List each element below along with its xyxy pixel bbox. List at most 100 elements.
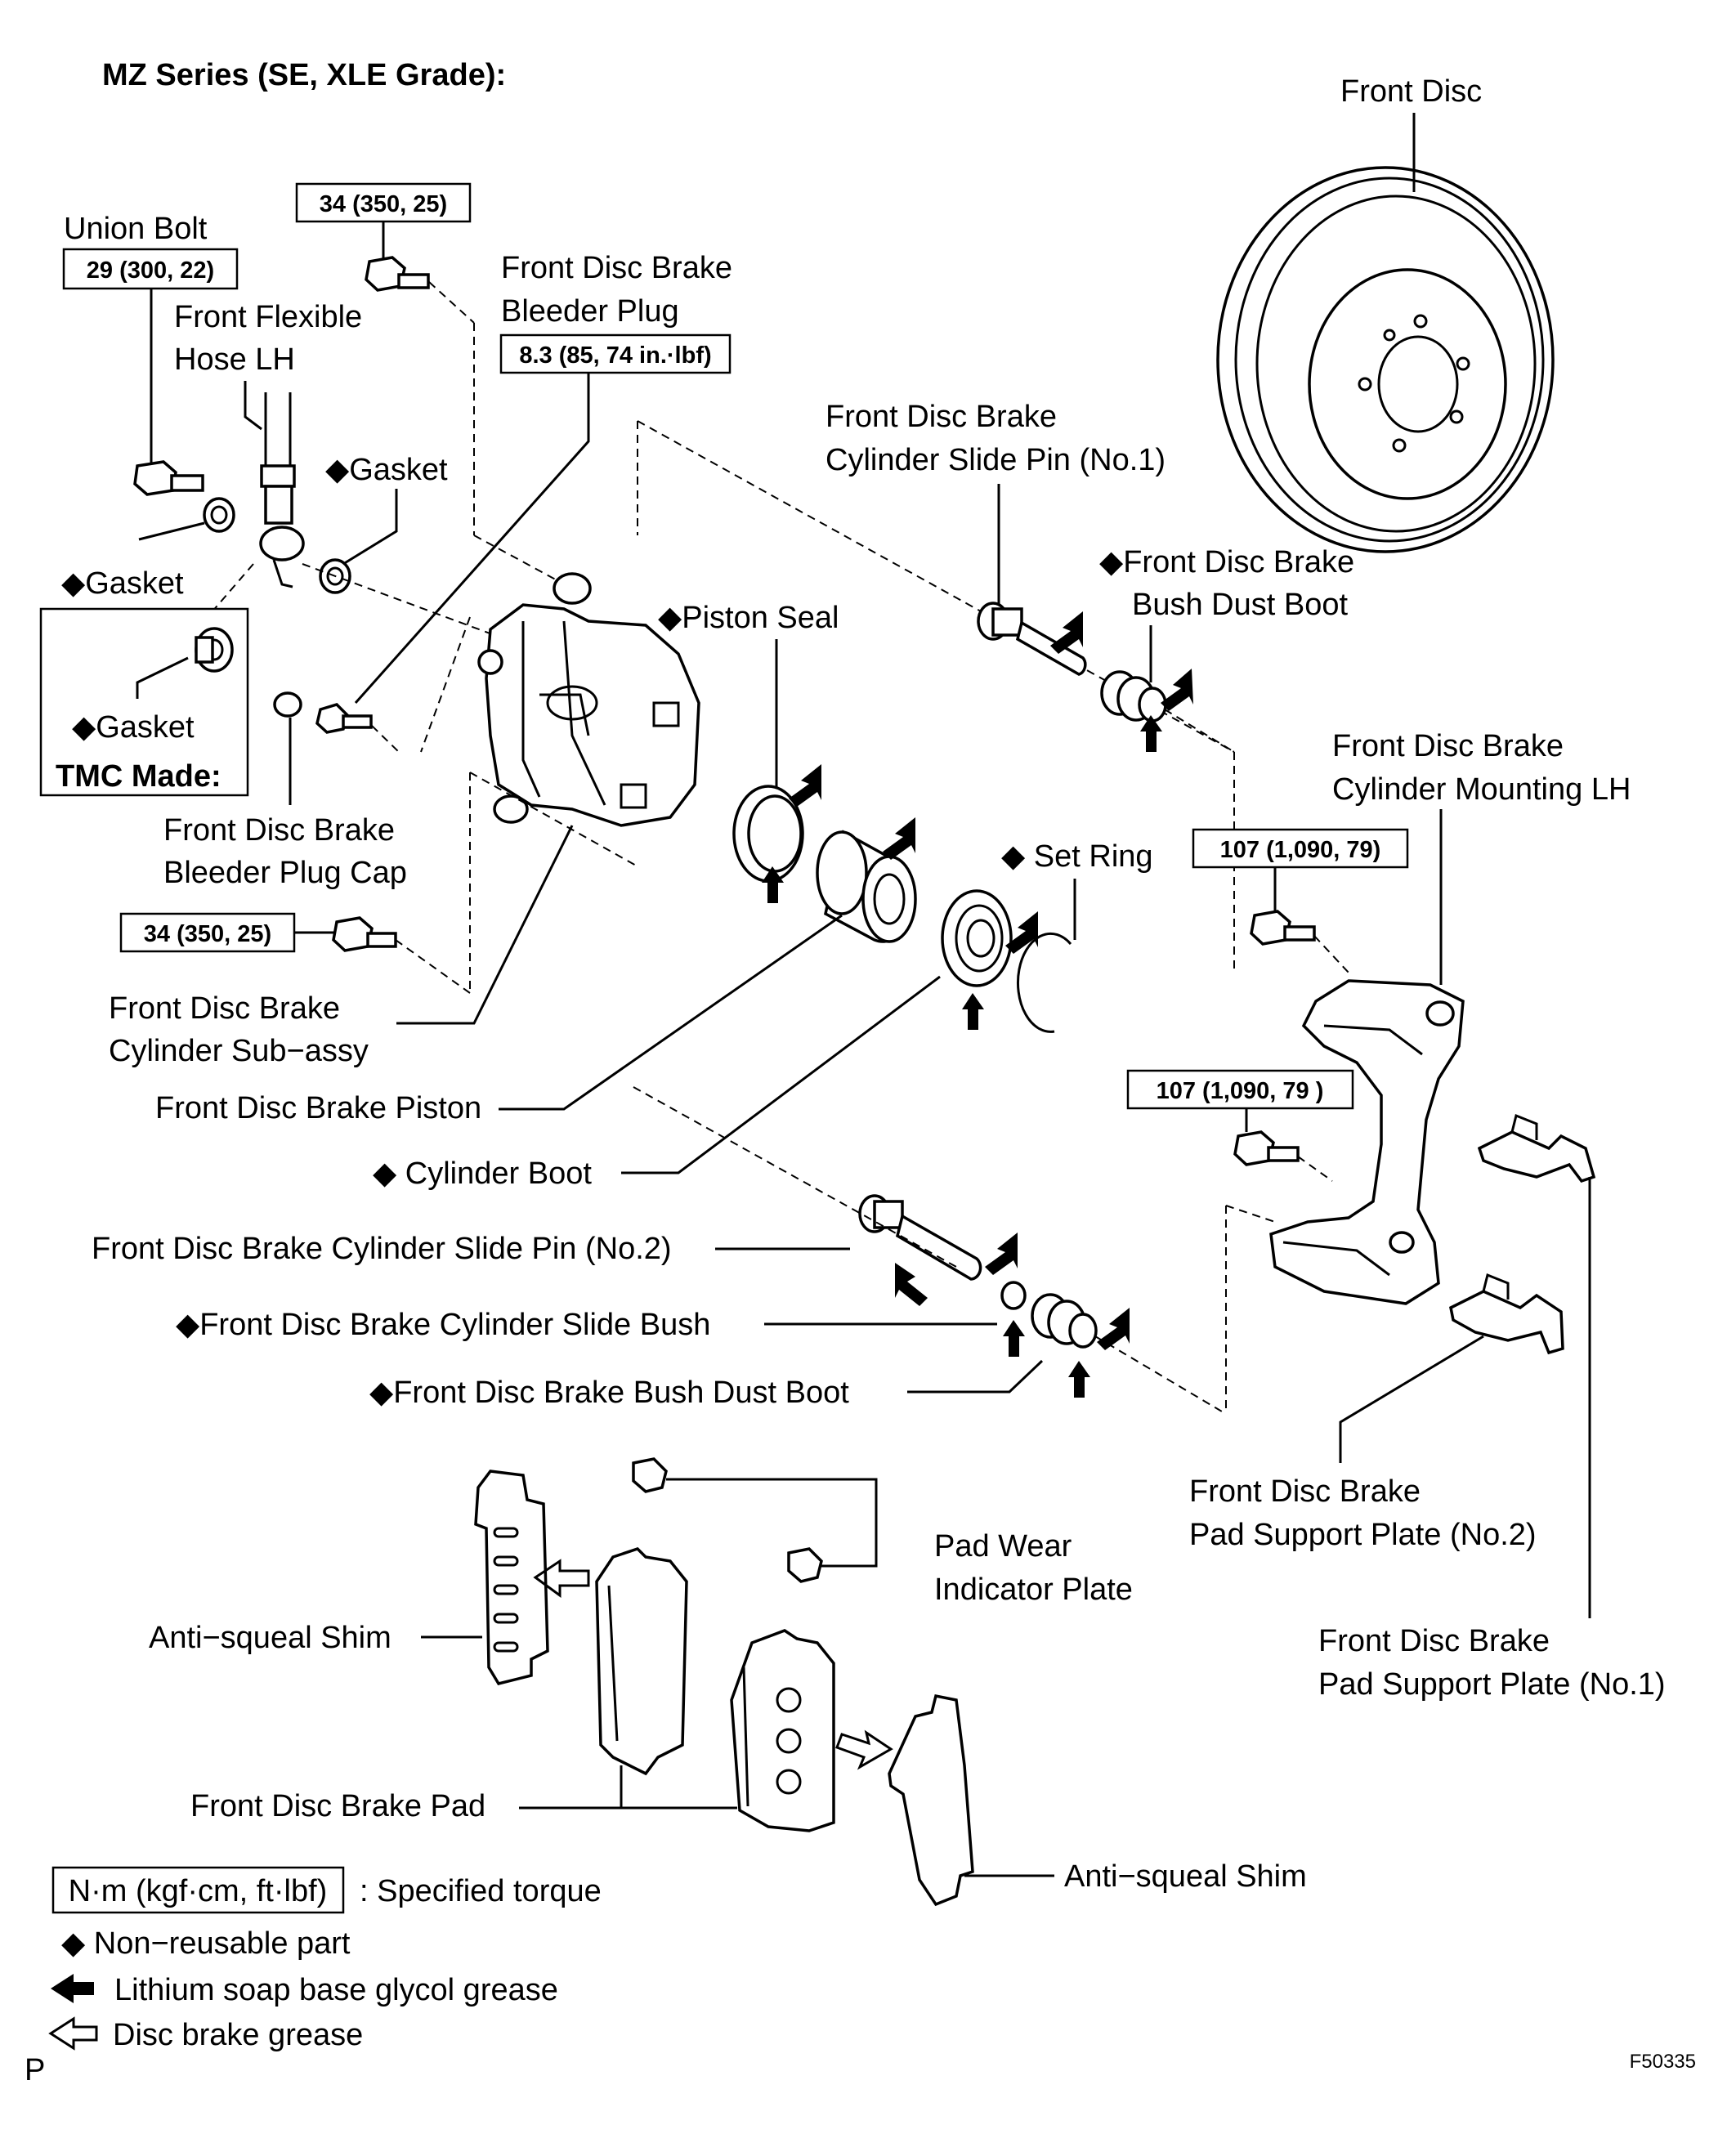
diagram-title: MZ Series (SE, XLE Grade): xyxy=(102,58,506,92)
slide-bush xyxy=(1000,1281,1027,1310)
piston xyxy=(816,830,917,943)
piston-seal xyxy=(732,785,804,883)
label-pad-wear-1: Pad Wear xyxy=(934,1529,1072,1564)
torque-union-bolt: 29 (300, 22) xyxy=(87,257,214,284)
anti-squeal-shim-right xyxy=(888,1693,974,1907)
label-cyl-mounting-2: Cylinder Mounting LH xyxy=(1332,772,1631,807)
label-front-disc: Front Disc xyxy=(1340,74,1482,109)
set-ring xyxy=(1016,932,1072,1033)
slide-pin-no2 xyxy=(858,1194,982,1281)
mounting-bolt-lower xyxy=(1233,1130,1300,1166)
torque-mount-lower: 107 (1,090, 79 ) xyxy=(1157,1078,1324,1104)
label-pad-wear-2: Indicator Plate xyxy=(934,1573,1133,1607)
caliper-lower-bolt xyxy=(332,916,397,952)
pad-support-plate-no2 xyxy=(1449,1273,1564,1355)
label-gasket-c: ◆Gasket xyxy=(72,710,195,745)
mounting-bolt-upper xyxy=(1250,910,1316,946)
leader-piston xyxy=(499,914,843,1111)
legend-torque-unit: N·m (kgf·cm, ft·lbf) xyxy=(69,1874,328,1908)
torque-box-mount-upper xyxy=(1192,828,1409,869)
bush-dust-boot-bottom xyxy=(1031,1293,1098,1349)
front-disc xyxy=(1216,166,1555,553)
label-pad-support2-2: Pad Support Plate (No.2) xyxy=(1189,1518,1537,1552)
dash-top-bolt xyxy=(428,281,475,324)
open-arrow xyxy=(533,1559,590,1598)
label-bush-dust-boot-top-1: ◆Front Disc Brake xyxy=(1099,545,1354,579)
leader-gasket-c xyxy=(136,656,189,699)
label-bush-dust-boot-bottom: ◆Front Disc Brake Bush Dust Boot xyxy=(369,1376,849,1410)
torque-mount-upper: 107 (1,090, 79) xyxy=(1220,837,1381,863)
label-anti-squeal-right: Anti−squeal Shim xyxy=(1064,1859,1307,1894)
bleeder-plug-cap xyxy=(273,691,302,718)
corner-letter: P xyxy=(25,2053,45,2087)
grease-arrow xyxy=(962,993,984,1030)
cylinder-sub-assy xyxy=(477,572,700,827)
figure-id: F50335 xyxy=(1630,2051,1696,2073)
label-slide-pin1-2: Cylinder Slide Pin (No.1) xyxy=(825,443,1166,477)
pad-wear-indicator-lower xyxy=(787,1547,823,1583)
caliper-top-bolt xyxy=(365,256,430,292)
grease-arrow xyxy=(1161,669,1193,711)
legend-torque-desc: : Specified torque xyxy=(360,1874,602,1908)
label-slide-bush: ◆Front Disc Brake Cylinder Slide Bush xyxy=(176,1308,710,1342)
bush-dust-boot-top xyxy=(1100,670,1167,723)
label-set-ring: ◆ Set Ring xyxy=(1001,839,1153,874)
torque-box-mount-lower xyxy=(1126,1069,1354,1110)
label-cylinder-boot: ◆ Cylinder Boot xyxy=(373,1157,592,1191)
front-flexible-hose xyxy=(259,392,305,588)
label-gasket-a: ◆Gasket xyxy=(61,566,184,601)
leader-flexible-hose xyxy=(244,381,262,431)
label-pad-support1-1: Front Disc Brake xyxy=(1318,1624,1550,1658)
torque-box-top-bolt xyxy=(295,182,472,223)
label-bleeder-plug-2: Bleeder Plug xyxy=(501,294,679,329)
leader-brake-pad-inner xyxy=(620,1765,737,1810)
leader-pad-wear xyxy=(666,1478,878,1568)
label-bleeder-cap-1: Front Disc Brake xyxy=(163,813,395,848)
legend-disc-grease: Disc brake grease xyxy=(113,2018,363,2052)
torque-lower-bolt: 34 (350, 25) xyxy=(144,921,271,947)
legend-non-reusable: ◆ Non−reusable part xyxy=(61,1926,351,1961)
label-cyl-sub-assy-2: Cylinder Sub−assy xyxy=(109,1034,369,1068)
grease-arrow xyxy=(762,866,784,903)
label-gasket-b: ◆Gasket xyxy=(325,453,448,487)
legend-disc-grease-arrow xyxy=(48,2016,98,2051)
grease-arrow xyxy=(1005,911,1038,954)
label-pad-support2-1: Front Disc Brake xyxy=(1189,1474,1421,1509)
leader-bleeder-plug xyxy=(354,373,590,704)
legend: N·m (kgf·cm, ft·lbf) : Specified torque … xyxy=(48,1866,602,2052)
torque-top-bolt: 34 (350, 25) xyxy=(320,191,447,217)
label-bleeder-plug-1: Front Disc Brake xyxy=(501,251,732,285)
leader-cyl-sub-assy xyxy=(396,825,574,1025)
bleeder-plug xyxy=(315,703,373,734)
label-cyl-mounting-1: Front Disc Brake xyxy=(1332,729,1564,763)
grease-arrow xyxy=(883,817,915,860)
grease-arrow xyxy=(1068,1361,1090,1398)
label-flexible-hose-1: Front Flexible xyxy=(174,300,362,334)
label-slide-pin1-1: Front Disc Brake xyxy=(825,400,1057,434)
tmc-gasket xyxy=(195,627,234,673)
label-cyl-sub-assy-1: Front Disc Brake xyxy=(109,991,340,1026)
brake-pad-outer xyxy=(730,1629,835,1832)
label-anti-squeal-left: Anti−squeal Shim xyxy=(149,1621,391,1655)
torque-bleeder: 8.3 (85, 74 in.·lbf) xyxy=(519,342,711,369)
slide-pin-no1 xyxy=(977,602,1087,676)
cylinder-mounting xyxy=(1269,979,1465,1305)
torque-box-lower-bolt xyxy=(119,912,296,953)
grease-arrow xyxy=(895,1263,928,1306)
label-brake-pad: Front Disc Brake Pad xyxy=(190,1789,485,1823)
label-bush-dust-boot-top-2: Bush Dust Boot xyxy=(1132,588,1348,622)
torque-box-bleeder xyxy=(499,333,732,374)
grease-arrow xyxy=(1140,715,1162,752)
pad-wear-indicator-upper xyxy=(632,1457,668,1493)
leader-pad-support2 xyxy=(1339,1335,1484,1463)
brake-pad-inner xyxy=(595,1546,688,1776)
grease-arrow xyxy=(1050,611,1083,654)
label-slide-pin2: Front Disc Brake Cylinder Slide Pin (No.… xyxy=(92,1232,672,1266)
lithium-grease-arrows xyxy=(762,611,1193,1398)
open-arrow xyxy=(835,1729,893,1770)
label-bleeder-cap-2: Bleeder Plug Cap xyxy=(163,856,407,890)
grease-arrow xyxy=(985,1233,1018,1275)
legend-lithium-arrow xyxy=(51,1974,94,2003)
leader-cylinder-boot xyxy=(621,975,941,1174)
